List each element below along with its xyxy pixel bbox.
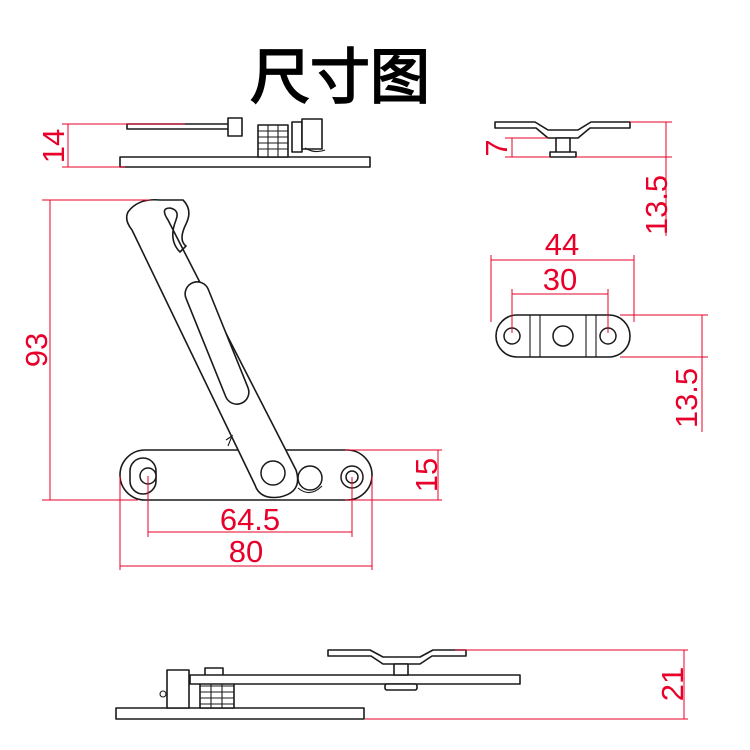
drawing-title: 尺寸图 — [250, 43, 430, 113]
dimension-base-length: 80 — [119, 476, 373, 570]
dimension-top-side-height: 14 — [36, 123, 185, 168]
dimension-pivot-plate-holes: 30 — [511, 262, 609, 333]
assembled-pivot-washer — [384, 683, 418, 691]
dimension-label-44: 44 — [545, 227, 579, 262]
assembled-stopper — [166, 669, 190, 709]
dimension-label-13-5-right: 13.5 — [669, 368, 704, 428]
assembled-side-view — [115, 649, 521, 720]
assembled-base-plate — [115, 707, 365, 720]
assembled-pivot-bracket — [327, 649, 467, 665]
side-base-plate — [119, 156, 371, 168]
end-view-top — [494, 121, 631, 158]
dimension-label-93: 93 — [19, 333, 54, 367]
dimension-label-30: 30 — [543, 262, 577, 297]
dimension-stay-height: 93 — [19, 199, 150, 501]
dimension-end-view-height: 13.5 — [576, 121, 674, 236]
arm-pivot — [260, 460, 286, 486]
dimension-hole-spacing: 64.5 — [147, 476, 353, 537]
dimension-assembled-height: 21 — [365, 649, 690, 720]
assembled-arm — [189, 674, 521, 685]
side-clip — [304, 147, 326, 153]
stay-arm-slot — [184, 281, 250, 405]
dimension-label-15: 15 — [409, 458, 444, 492]
side-pivot — [291, 121, 303, 153]
spring-detail — [297, 485, 323, 494]
side-arm — [126, 123, 233, 130]
dimension-label-64-5: 64.5 — [220, 502, 280, 537]
end-rivet-head — [549, 151, 577, 158]
dimension-pivot-plate-height: 13.5 — [620, 314, 708, 432]
side-spring-coil — [257, 124, 289, 158]
stay-top-view — [119, 198, 373, 501]
assembled-pivot-stem — [393, 663, 409, 676]
assembled-rivet — [159, 690, 167, 698]
dimension-pivot-plate-length: 44 — [490, 227, 635, 322]
side-view-top — [119, 117, 371, 168]
spring-tab — [225, 434, 234, 447]
dimension-label-80: 80 — [229, 534, 263, 569]
dimension-base-height: 15 — [345, 449, 444, 501]
stopper-knob — [297, 465, 323, 491]
pivot-plate-view — [495, 314, 631, 358]
dimension-label-21: 21 — [655, 667, 690, 701]
side-arm-end — [227, 117, 243, 137]
end-bracket — [494, 121, 631, 139]
dimension-label-14: 14 — [36, 129, 71, 163]
dimension-label-7: 7 — [479, 139, 514, 156]
dimension-end-view-small: 7 — [479, 137, 550, 158]
dimension-label-13-5-top: 13.5 — [639, 175, 674, 235]
side-stopper — [301, 118, 323, 150]
plate-hole-center — [552, 325, 574, 347]
